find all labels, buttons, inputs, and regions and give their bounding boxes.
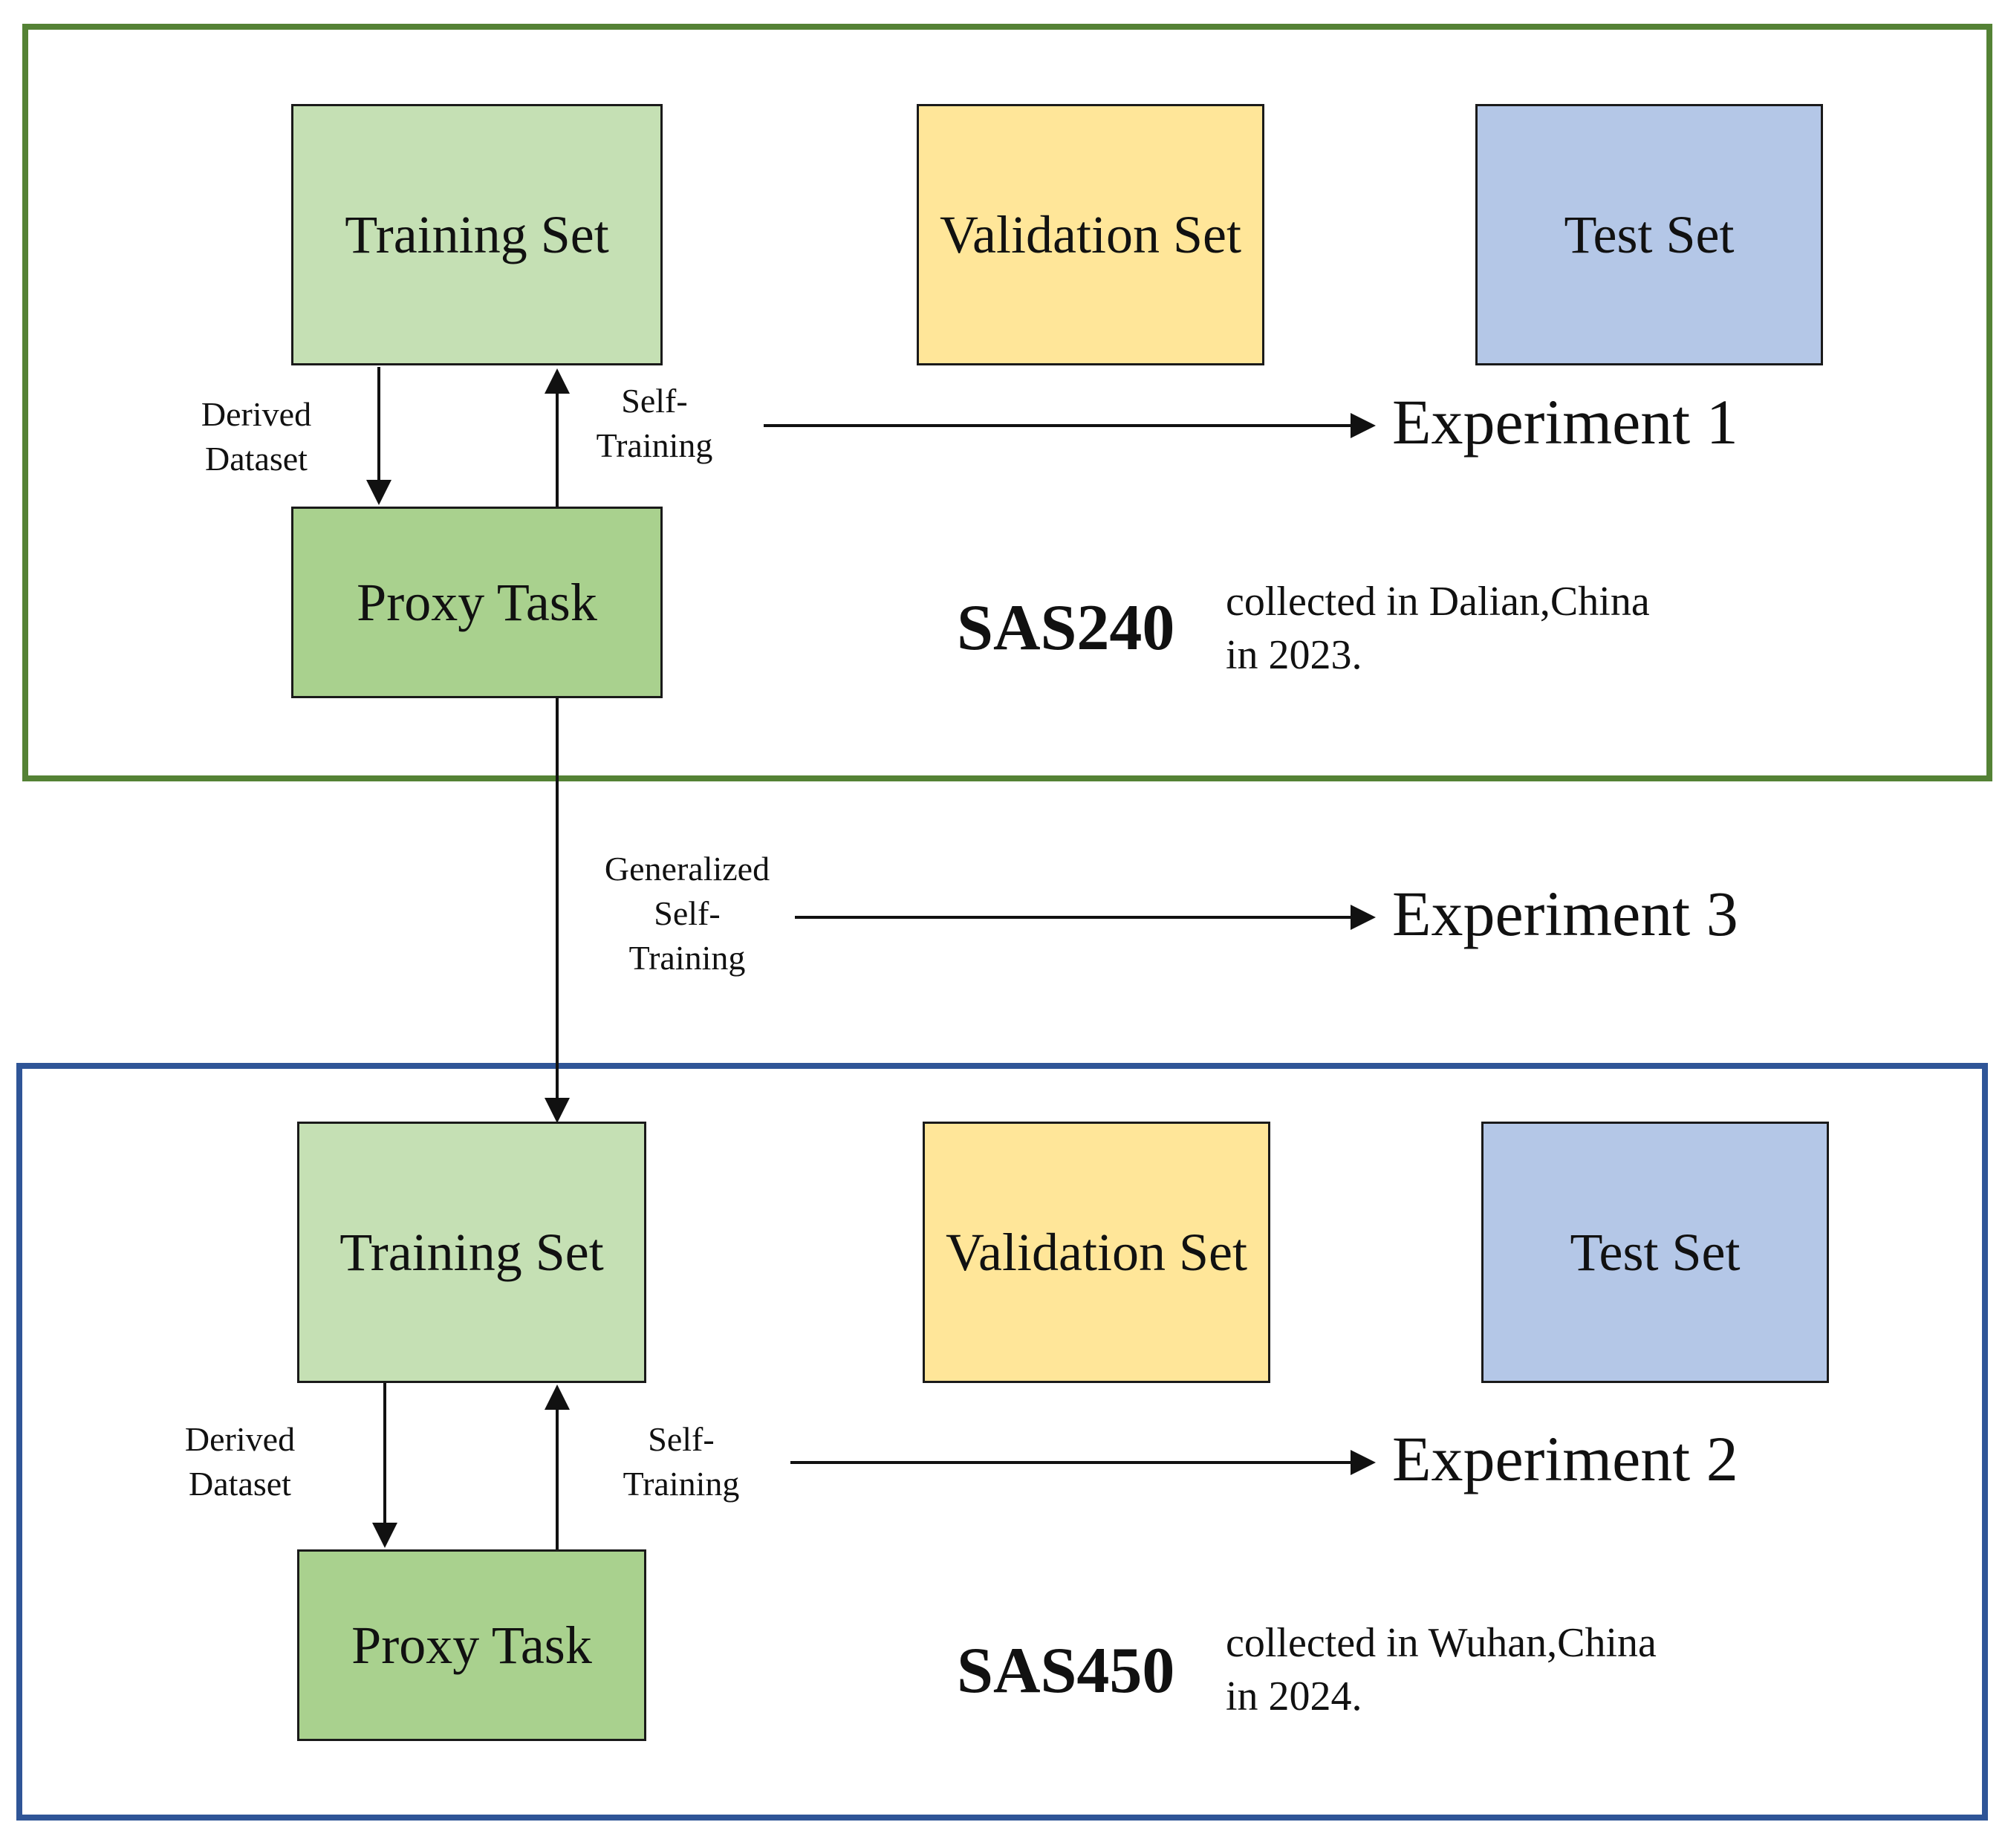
sas450-training-set-box: Training Set <box>297 1122 646 1383</box>
sas450-description-line-2: in 2024. <box>1226 1673 1362 1720</box>
generalized-line-1: Generalized <box>604 850 770 888</box>
sas240-training-set-label: Training Set <box>345 204 609 264</box>
sas240-proxy-task-label: Proxy Task <box>357 572 597 632</box>
sas450-dataset-description: collected in Wuhan,China in 2024. <box>1226 1616 1657 1723</box>
sas450-proxy-task-label: Proxy Task <box>351 1615 592 1675</box>
sas450-test-set-label: Test Set <box>1570 1222 1741 1282</box>
generalized-line-3: Training <box>628 939 746 977</box>
sas240-dataset-name: SAS240 <box>957 592 1175 664</box>
sas450-derived-line-2: Dataset <box>189 1465 291 1503</box>
experiment-1-label: Experiment 1 <box>1392 386 1738 458</box>
sas240-dataset-description: collected in Dalian,China in 2023. <box>1226 575 1650 682</box>
sas240-description-line-2: in 2023. <box>1226 632 1362 678</box>
sas240-test-set-box: Test Set <box>1475 104 1823 365</box>
sas450-derived-line-1: Derived <box>184 1420 296 1458</box>
sas450-proxy-task-box: Proxy Task <box>297 1549 646 1741</box>
sas240-training-set-box: Training Set <box>291 104 663 365</box>
sas450-validation-set-label: Validation Set <box>946 1222 1247 1282</box>
sas450-dataset-name: SAS450 <box>957 1635 1175 1707</box>
sas450-description-line-1: collected in Wuhan,China <box>1226 1620 1657 1666</box>
sas240-self-training-line-2: Training <box>596 426 713 464</box>
sas240-validation-set-box: Validation Set <box>917 104 1264 365</box>
experiment-3-arrowhead <box>1351 905 1376 930</box>
sas240-proxy-task-box: Proxy Task <box>291 507 663 698</box>
sas240-derived-dataset-label: Derived Dataset <box>186 392 327 481</box>
sas240-description-line-1: collected in Dalian,China <box>1226 579 1650 625</box>
experiment-3-label: Experiment 3 <box>1392 878 1738 949</box>
sas450-derived-dataset-label: Derived Dataset <box>169 1417 311 1506</box>
sas240-derived-line-1: Derived <box>201 395 312 433</box>
generalized-self-training-label: Generalized Self- Training <box>587 847 787 980</box>
sas450-training-set-label: Training Set <box>339 1222 604 1282</box>
sas240-test-set-label: Test Set <box>1564 204 1735 264</box>
sas450-validation-set-box: Validation Set <box>923 1122 1270 1383</box>
sas450-self-training-line-1: Self- <box>648 1420 715 1458</box>
sas450-self-training-label: Self- Training <box>611 1417 752 1506</box>
sas450-frame <box>16 1063 1988 1821</box>
sas450-self-training-line-2: Training <box>623 1465 740 1503</box>
generalized-line-2: Self- <box>654 894 721 932</box>
sas240-derived-line-2: Dataset <box>205 440 308 478</box>
sas450-test-set-box: Test Set <box>1481 1122 1829 1383</box>
experiment-2-label: Experiment 2 <box>1392 1423 1738 1494</box>
sas240-self-training-label: Self- Training <box>584 379 725 468</box>
sas240-frame <box>22 24 1992 781</box>
sas240-validation-set-label: Validation Set <box>940 204 1241 264</box>
sas240-self-training-line-1: Self- <box>621 382 688 420</box>
